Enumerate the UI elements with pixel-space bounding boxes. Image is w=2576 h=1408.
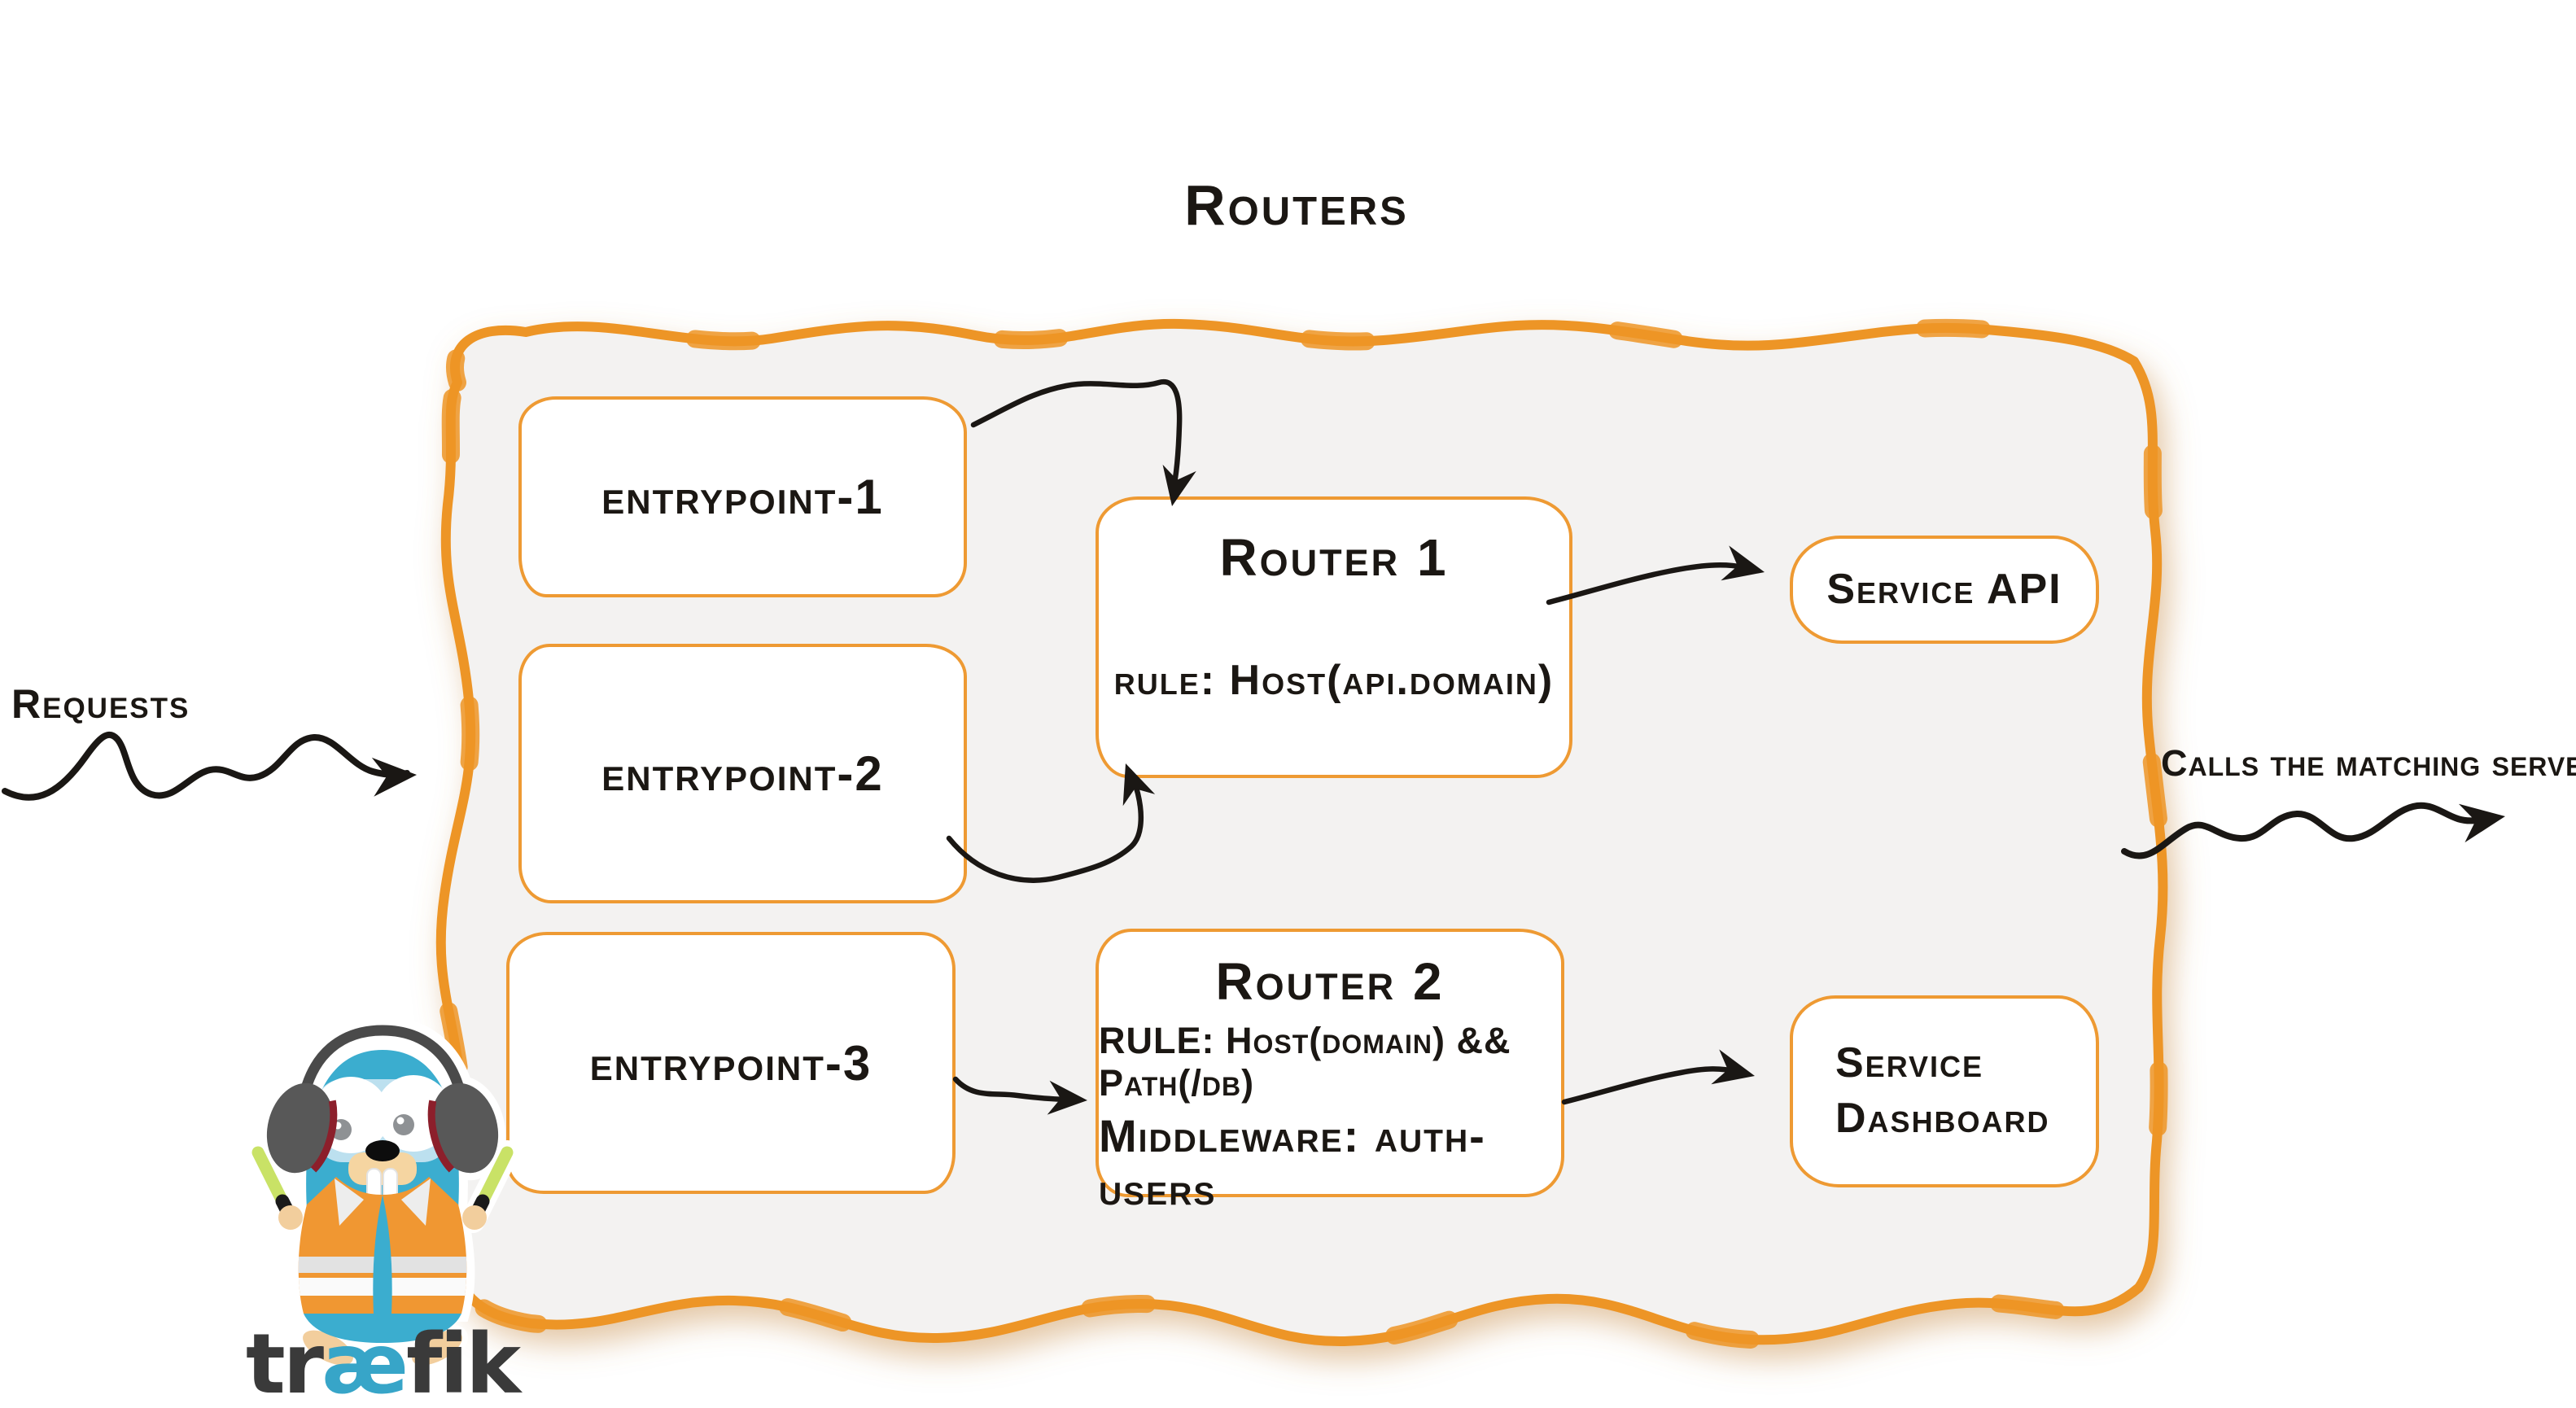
service-api-label: Service API xyxy=(1826,565,2062,613)
calls-arrow xyxy=(2121,802,2479,859)
router-2-rule: RULE: Host(domain) && Path(/db) xyxy=(1099,1020,1511,1104)
service-api-box: Service API xyxy=(1790,536,2099,644)
left-hand xyxy=(278,1205,303,1230)
router2-dashboard-arrowhead xyxy=(1711,1049,1755,1085)
right-eye-pupil xyxy=(393,1114,414,1135)
vest-right-lapel xyxy=(401,1178,431,1226)
wordmark-pre: tr xyxy=(246,1316,324,1408)
right-eye-highlight xyxy=(396,1117,405,1125)
mascot-nose xyxy=(365,1140,400,1161)
arrow-router1-to-service-api xyxy=(1546,562,1747,606)
traefik-wordmark: træfik xyxy=(246,1323,521,1406)
entrypoint-2-label: entrypoint-2 xyxy=(601,746,884,801)
mascot-muzzle xyxy=(348,1152,417,1185)
router-1-name: Router 1 xyxy=(1219,528,1449,587)
body-below-vest xyxy=(304,1314,461,1343)
requests-arrowhead xyxy=(371,757,417,797)
calls-matching-server-label: Calls the matching server xyxy=(2161,742,2576,784)
vest-left-lapel xyxy=(335,1178,364,1226)
requests-arrow xyxy=(2,732,410,801)
router-2-middleware: Middleware: auth-users xyxy=(1099,1110,1486,1214)
router1-api-arrowhead xyxy=(1721,545,1765,581)
router-1-box: Router 1 rule: Host(api.domain) xyxy=(1096,496,1572,778)
entrypoint-2-box: entrypoint-2 xyxy=(518,644,967,903)
left-earcup-icon xyxy=(266,1082,338,1174)
router-1-rule: rule: Host(api.domain) xyxy=(1113,657,1555,704)
router-2-name: Router 2 xyxy=(1215,952,1445,1011)
service-dashboard-label-line1: Service xyxy=(1835,1039,1984,1087)
right-hand xyxy=(462,1205,487,1230)
arrow-entrypoint3-to-router2 xyxy=(952,1076,1076,1103)
requests-label: Requests xyxy=(11,681,190,727)
service-dashboard-label-line2: Dashboard xyxy=(1835,1095,2050,1142)
calls-arrowhead xyxy=(2458,803,2505,843)
ep3-router2-arrowhead xyxy=(1047,1080,1087,1115)
entrypoint-3-box: entrypoint-3 xyxy=(506,932,956,1194)
entrypoint-3-label: entrypoint-3 xyxy=(589,1035,873,1091)
page-title: Routers xyxy=(1184,173,1409,237)
arrow-entrypoint1-to-router1 xyxy=(970,378,1183,495)
vest-chest-gap xyxy=(373,1195,392,1314)
entrypoint-1-label: entrypoint-1 xyxy=(601,470,884,524)
router-2-box: Router 2 RULE: Host(domain) && Path(/db)… xyxy=(1096,929,1564,1214)
wordmark-post: fik xyxy=(405,1316,521,1408)
entrypoint-1-box: entrypoint-1 xyxy=(518,396,967,597)
arrow-router2-to-service-dashboard xyxy=(1561,1066,1740,1105)
arrow-entrypoint2-to-router1 xyxy=(946,768,1144,883)
wordmark-ae: æ xyxy=(321,1316,409,1408)
service-dashboard-box: Service Dashboard xyxy=(1790,995,2099,1187)
